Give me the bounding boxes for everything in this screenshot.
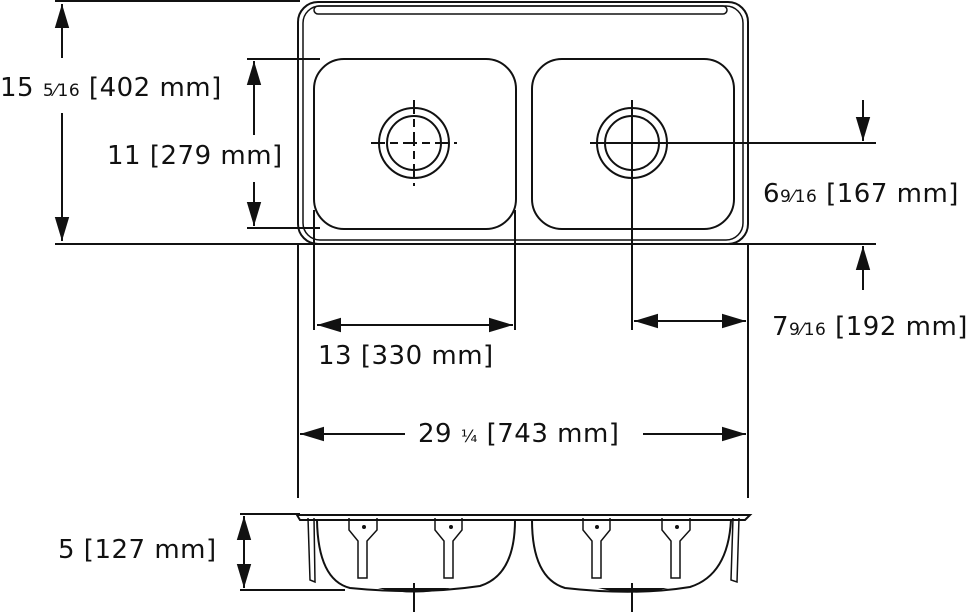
- overall-width-label: 29 ¼ [743 mm]: [418, 419, 620, 449]
- bowl-height-label: 5 [127 mm]: [58, 535, 217, 565]
- drain-to-back-label: 69⁄16 [167 mm]: [763, 179, 959, 209]
- side-view: [240, 513, 753, 612]
- drain-to-side-label: 79⁄16 [192 mm]: [772, 312, 968, 342]
- bowl-width-label: 13 [330 mm]: [318, 341, 494, 371]
- extension-lines: [55, 0, 876, 498]
- dimension-lines: [54, 4, 871, 588]
- bowl-depth-label: 11 [279 mm]: [107, 141, 283, 171]
- overall-depth-label: 15 5⁄16 [402 mm]: [0, 73, 222, 103]
- left-bowl: [313, 58, 517, 230]
- top-view: [297, 1, 876, 330]
